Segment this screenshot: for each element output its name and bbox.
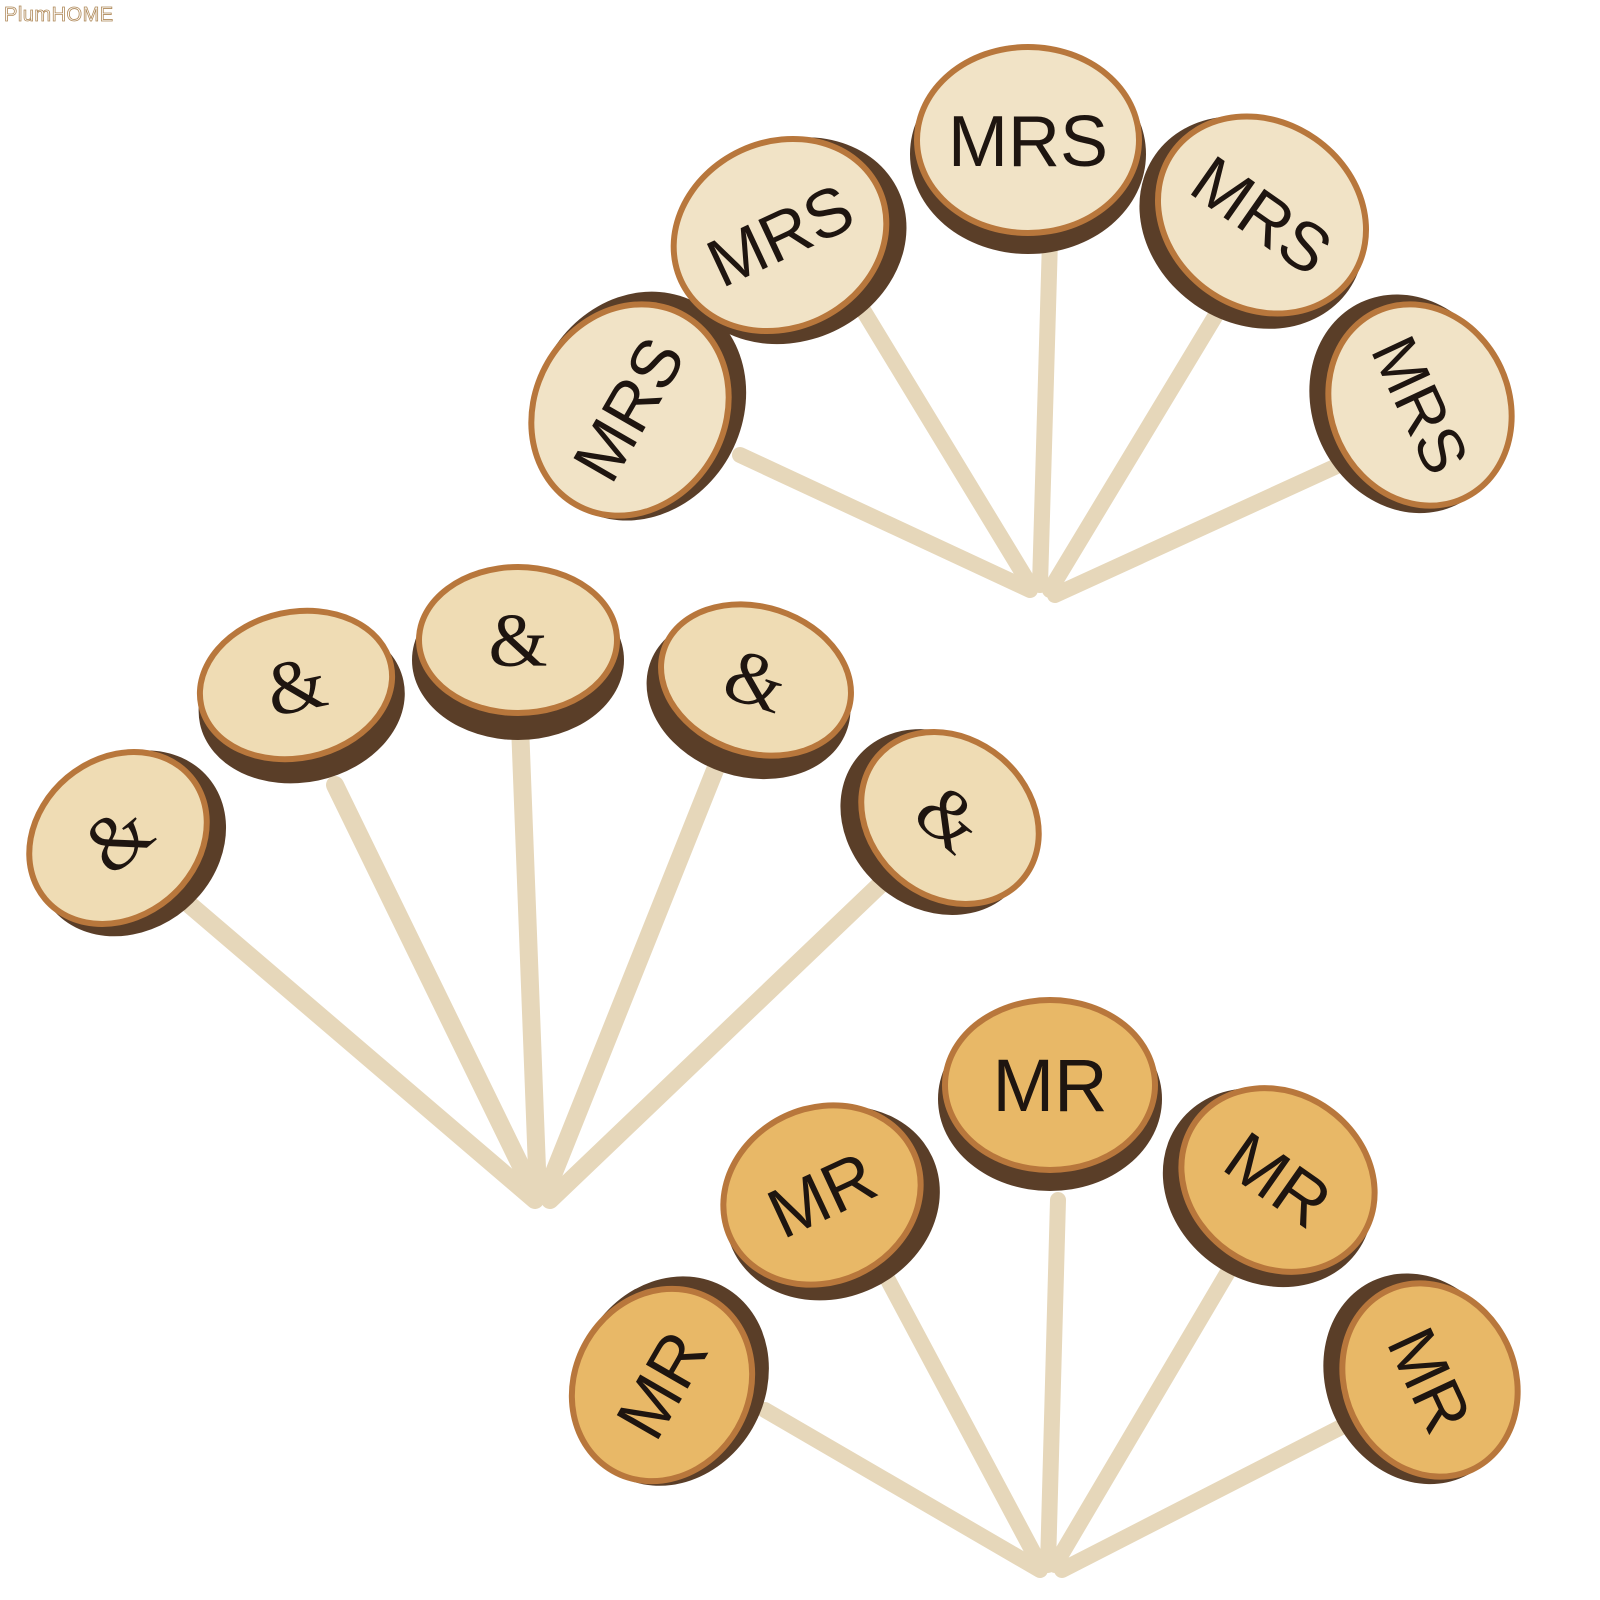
amp-disc-1: &: [26, 749, 227, 937]
mr-disc-2: MR: [720, 1102, 940, 1301]
amp-disc-4: &: [646, 601, 854, 780]
mrs-disc-4: MRS: [1139, 113, 1370, 329]
mr-group: MR MR MR MR: [568, 997, 1521, 1578]
svg-text:MRS: MRS: [948, 102, 1108, 182]
ampersand-group: & & & &: [26, 564, 1042, 1209]
amp-disc-3: &: [412, 564, 624, 740]
mrs-disc-5: MRS: [1309, 294, 1515, 514]
mrs-disc-1: MRS: [528, 291, 747, 521]
amp-disc-2: &: [196, 607, 405, 784]
svg-text:MR: MR: [992, 1044, 1107, 1127]
mr-disc-1: MR: [568, 1276, 769, 1486]
watermark: PlumHOME: [4, 4, 114, 27]
svg-text:&: &: [488, 599, 547, 683]
mr-disc-3: MR: [938, 997, 1162, 1191]
mrs-disc-2: MRS: [670, 135, 907, 345]
mr-disc-4: MR: [1162, 1085, 1378, 1288]
mrs-group: MRS MRS MRS MRS: [528, 44, 1515, 603]
mrs-disc-3: MRS: [910, 44, 1146, 254]
amp-disc-5: &: [840, 729, 1042, 915]
mr-disc-5: MR: [1323, 1273, 1521, 1485]
